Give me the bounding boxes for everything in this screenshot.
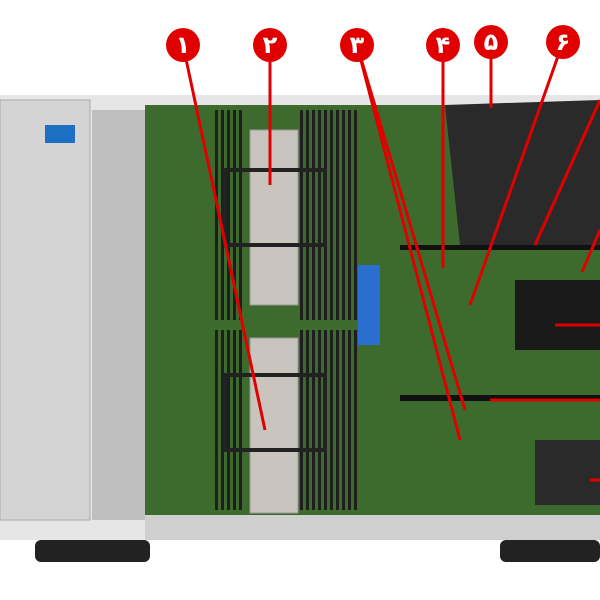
dimm-slot: [354, 110, 357, 320]
dimm-slot: [227, 110, 230, 320]
dimm-slot: [342, 110, 345, 320]
drive-cage: [0, 99, 91, 521]
callout-badge: [546, 25, 580, 59]
feet: [500, 540, 600, 562]
pcie-slot: [400, 395, 600, 401]
dimm-slot: [306, 330, 309, 510]
cpu-socket-clips: [223, 373, 327, 452]
dimm-slot: [221, 110, 224, 320]
dimm-slot: [330, 330, 333, 510]
pcie-slot: [400, 245, 600, 250]
feet: [35, 540, 150, 562]
dimm-slot: [227, 330, 230, 510]
dimm-slot: [348, 110, 351, 320]
callout-6: ۶: [546, 25, 580, 59]
callout-lines: [181, 41, 600, 482]
dimm-slot: [300, 110, 303, 320]
callout-label: ۲: [263, 31, 278, 59]
dimm-slot: [239, 110, 242, 320]
callout-badge: [340, 28, 374, 62]
callout-1: ۱: [166, 28, 200, 62]
dimm-slot: [318, 330, 321, 510]
cpu-socket-clips: [223, 168, 327, 247]
dimm-slot: [330, 110, 333, 320]
callout-badge: [474, 25, 508, 59]
dimm-slot: [336, 110, 339, 320]
callout-badge: [166, 28, 200, 62]
callout-5: ۵: [474, 25, 508, 59]
callout-label: ۳: [350, 31, 365, 59]
dimm-slot: [348, 330, 351, 510]
dimm-slot: [233, 110, 236, 320]
dimm-slot: [221, 330, 224, 510]
heatsink-bottom: [249, 337, 299, 514]
dimm-slot: [354, 330, 357, 510]
dimm-slot: [318, 110, 321, 320]
dimm-slot: [336, 330, 339, 510]
dimm-slot: [239, 330, 242, 510]
callout-label: ۶: [556, 28, 571, 56]
heatsink-top: [249, 129, 299, 306]
dimm-slot: [306, 110, 309, 320]
dimm-slot: [342, 330, 345, 510]
cable-channel: [92, 110, 147, 520]
callout-label: ۴: [436, 31, 451, 59]
air-baffle: [445, 100, 600, 245]
chipset-heatsink: [515, 280, 600, 350]
drive-latch: [45, 125, 75, 143]
callout-badge: [426, 28, 460, 62]
bottom-rail: [145, 515, 600, 540]
blue-lever: [358, 265, 380, 345]
callout-badge: [253, 28, 287, 62]
dimm-slot: [215, 110, 218, 320]
callout-label: ۱: [176, 31, 191, 59]
dimm-slot: [312, 330, 315, 510]
callout-4: ۴: [426, 28, 460, 62]
callout-label: ۵: [484, 28, 499, 56]
dimm-slot: [300, 330, 303, 510]
dimm-slot: [312, 110, 315, 320]
callout-2: ۲: [253, 28, 287, 62]
chipset-heatsink: [535, 440, 600, 505]
callout-3: ۳: [340, 28, 374, 62]
dimm-slot: [233, 330, 236, 510]
dimm-slot: [215, 330, 218, 510]
